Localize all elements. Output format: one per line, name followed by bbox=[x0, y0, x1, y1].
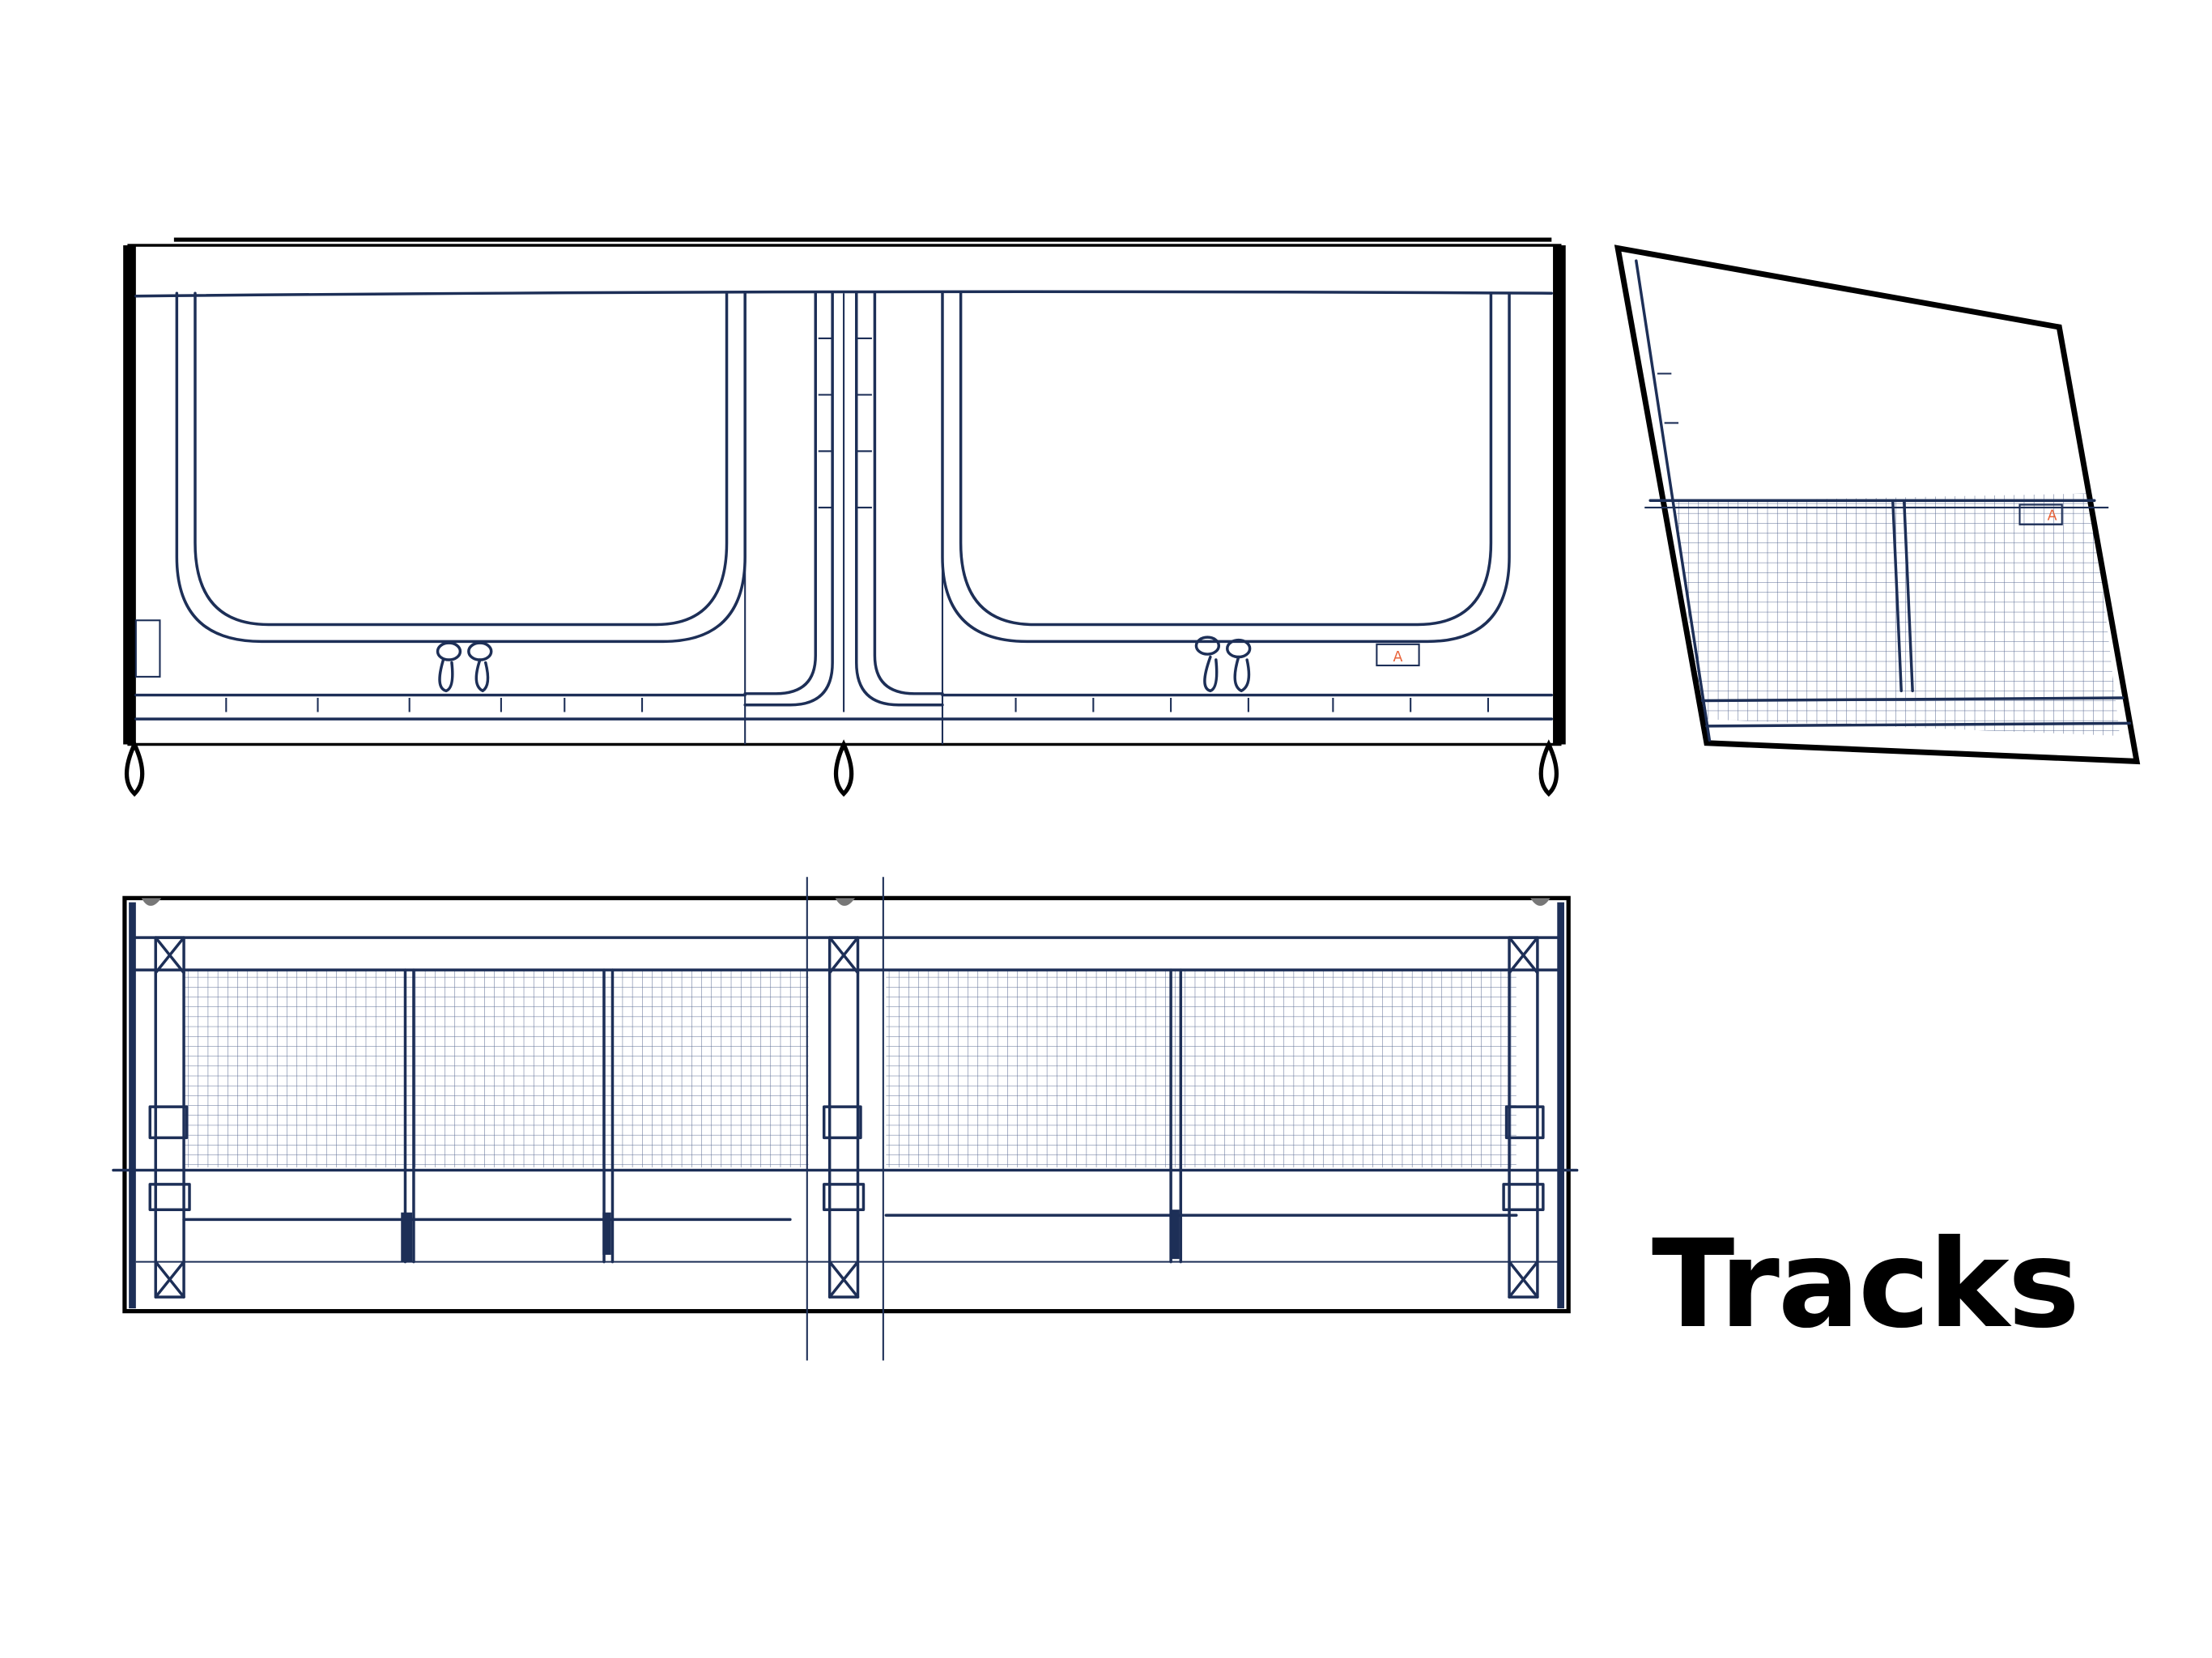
strap-icon bbox=[148, 936, 1545, 1299]
track-view bbox=[112, 877, 1579, 1361]
side-view: A bbox=[1614, 244, 2141, 765]
front-view: A bbox=[123, 237, 1566, 797]
caption-title: Tracks bbox=[1652, 1214, 2080, 1355]
stake-loop-icon bbox=[125, 739, 1559, 797]
side-pocket bbox=[134, 619, 161, 678]
zipper-pull-icon bbox=[1194, 636, 1252, 693]
brand-tag: A bbox=[1376, 643, 1420, 667]
zipper-pull-icon bbox=[436, 641, 493, 693]
brand-tag-label: A bbox=[2048, 508, 2057, 525]
svg-text:A: A bbox=[1393, 649, 1403, 665]
